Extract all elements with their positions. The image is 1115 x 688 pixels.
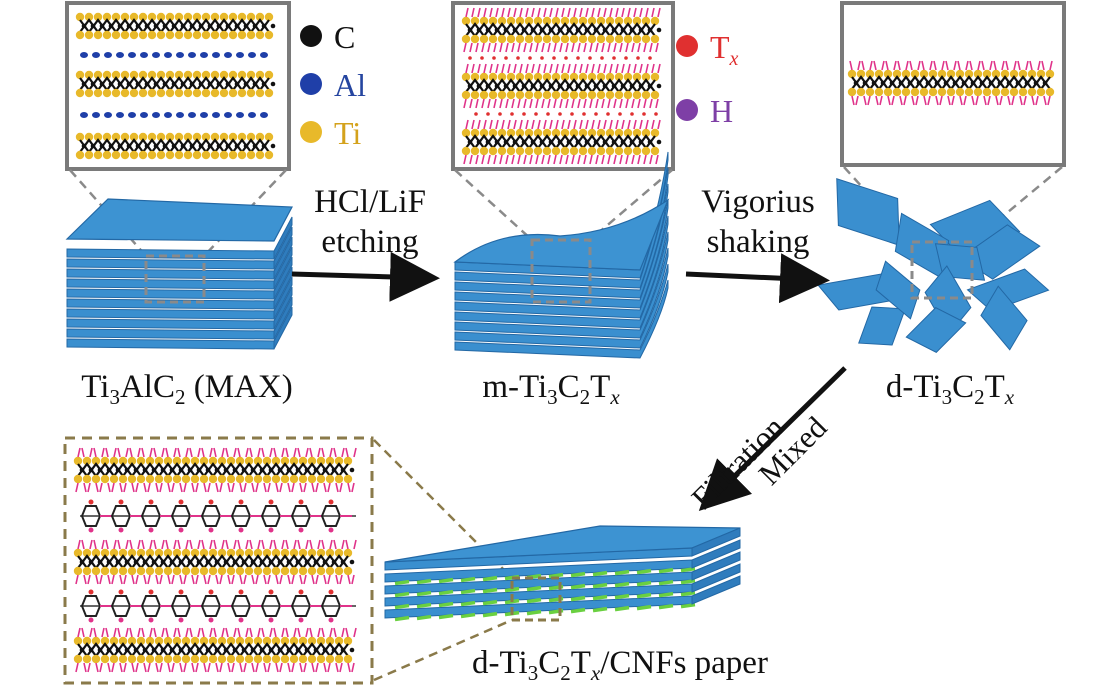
arrow-filtration (698, 366, 847, 511)
d-mxene-single-layer (847, 60, 1055, 106)
legend-label-al: Al (334, 67, 366, 103)
step-etch-line2: etching (321, 224, 418, 260)
legend-label-c: C (334, 19, 355, 55)
max-atomic-layers (75, 12, 276, 160)
legend-label-h: H (710, 93, 733, 129)
m-mxene-stack (453, 151, 670, 359)
composite-paper-stack (384, 525, 741, 622)
d-selection-box (910, 240, 974, 300)
step-etch-line1: HCl/LiF (314, 184, 426, 220)
composite-atomic-layers (73, 447, 357, 673)
flake (966, 268, 1050, 312)
m-mxene-atomic-layers (461, 7, 662, 165)
step-shake-line1: Vigorius (701, 184, 815, 220)
legend-dot-ti (300, 121, 322, 143)
legend-elements-mxene: TxH (676, 29, 739, 129)
legend-dot-t (676, 35, 698, 57)
legend-label-ti: Ti (334, 115, 361, 151)
legend-dot-c (300, 25, 322, 47)
label-max: Ti3AlC2 (MAX) (81, 369, 292, 409)
legend-dot-al (300, 73, 322, 95)
flake (980, 285, 1028, 351)
arrow-etching (291, 251, 440, 302)
arrow-shaking (685, 253, 830, 304)
zoom-lines-paper (373, 439, 513, 682)
flake (875, 260, 921, 320)
legend-label-t: Tx (710, 29, 739, 70)
step-shake-line2: shaking (707, 224, 810, 260)
label-d-mxene: d-Ti3C2Tx (886, 369, 1015, 409)
label-m-mxene: m-Ti3C2Tx (482, 369, 620, 409)
m-selection-box (530, 238, 592, 304)
paper-selection-box (510, 576, 562, 622)
flake (905, 307, 967, 353)
legend-dot-h (676, 99, 698, 121)
max-selection-box (144, 254, 206, 304)
max-phase-stack (65, 198, 293, 350)
label-composite-paper: d-Ti3C2Tx/CNFs paper (472, 645, 768, 685)
